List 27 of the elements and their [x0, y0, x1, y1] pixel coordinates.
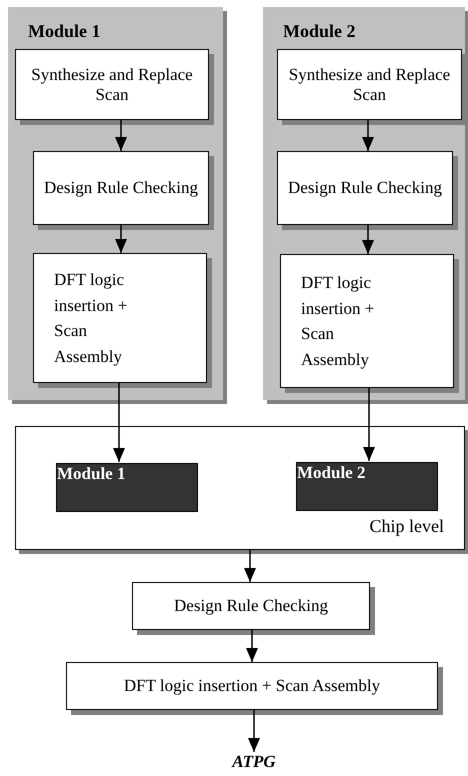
panel-heading: Chip level [370, 516, 444, 537]
box-text: Synthesize and Replace Scan [30, 64, 194, 104]
arrow [363, 388, 375, 461]
module-block [296, 462, 438, 511]
arrow [115, 225, 127, 253]
arrow [115, 120, 127, 151]
module-block [56, 463, 198, 512]
panel-heading: Module 1 [28, 21, 101, 42]
arrow [246, 630, 258, 662]
box-text: Design Rule Checking [174, 596, 328, 616]
box-text: Module 2 [297, 463, 366, 483]
box-text: Synthesize and Replace Scan [288, 64, 452, 104]
module-panel [263, 7, 465, 400]
arrow [362, 120, 374, 151]
arrow [248, 710, 260, 752]
box-text: DFT logic insertion + Scan Assembly [301, 272, 376, 371]
panel-heading: Module 2 [283, 21, 356, 42]
box-text: DFT logic insertion + Scan Assembly [124, 676, 380, 696]
module-panel [8, 7, 223, 400]
box-text: Module 1 [57, 464, 126, 484]
output-label: ATPG [232, 752, 276, 772]
arrow [113, 383, 125, 462]
box-text: DFT logic insertion + Scan Assembly [54, 269, 128, 368]
arrow [362, 225, 374, 254]
arrow [244, 550, 256, 582]
box-text: Design Rule Checking [44, 178, 198, 198]
box-text: Design Rule Checking [288, 178, 442, 198]
